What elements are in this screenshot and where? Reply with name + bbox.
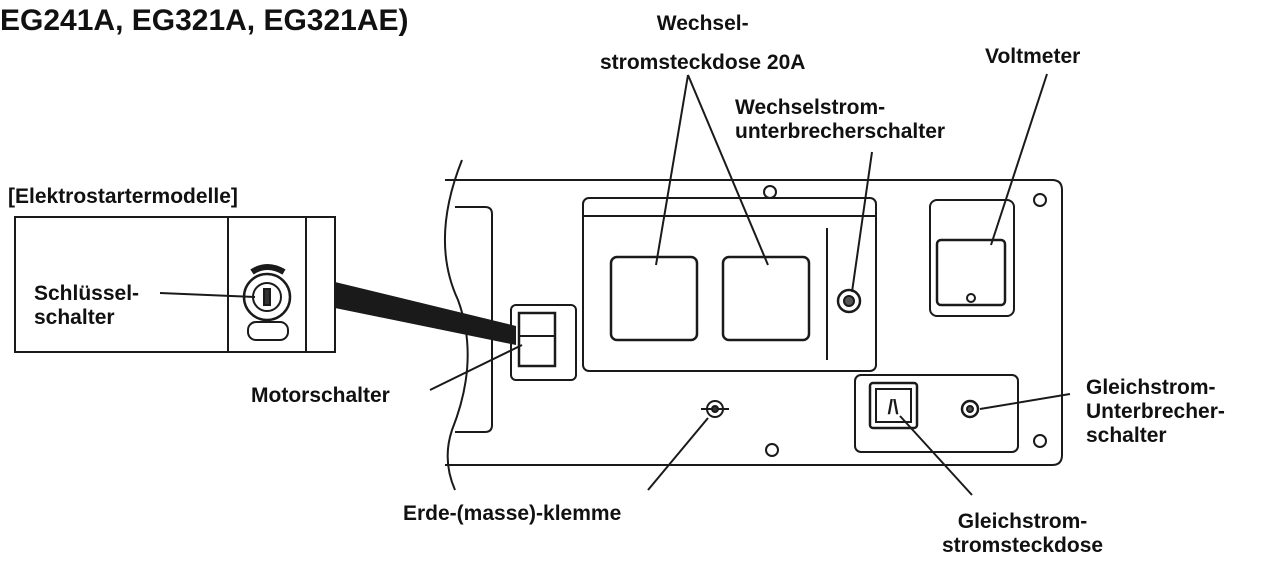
ac-outlet-socket-left xyxy=(609,255,699,342)
leader-line xyxy=(159,292,256,298)
key-switch-label: Schlüssel- schalter xyxy=(34,282,139,330)
dc-breaker-button xyxy=(966,405,974,413)
dc-outlet-label-line-1: Gleichstrom- xyxy=(957,510,1088,533)
ac-breaker-button xyxy=(843,295,855,307)
panel-left-recess xyxy=(455,206,493,433)
voltmeter-adjust xyxy=(966,293,976,303)
dc-breaker-label: Gleichstrom- Unterbrecher- schalter xyxy=(1086,376,1225,448)
ac-breaker-label: Wechselstrom- unterbrecherschalter xyxy=(735,96,945,144)
ground-terminal-bolt xyxy=(711,405,719,413)
ac-outlet-plate xyxy=(582,197,877,372)
ground-terminal-label: Erde-(masse)-klemme xyxy=(403,502,622,525)
engine-switch-label: Motorschalter xyxy=(251,384,390,407)
dc-breaker-ring xyxy=(960,399,980,419)
dc-breaker-label-line-3: schalter xyxy=(1086,424,1167,447)
engine-switch-housing xyxy=(510,304,577,381)
voltmeter-face xyxy=(935,238,1007,307)
screw-hole xyxy=(1033,193,1047,207)
ac-breaker-ring xyxy=(836,288,862,314)
screw-hole xyxy=(765,443,779,457)
screw-hole xyxy=(1033,434,1047,448)
key-switch-positions xyxy=(250,264,286,275)
ac-breaker-label-line-1: Wechselstrom- xyxy=(735,96,886,119)
screw-hole xyxy=(763,185,777,199)
panel-left-curve xyxy=(443,159,469,491)
ac-outlet-socket-right xyxy=(721,255,811,342)
dc-outlet-inner xyxy=(875,388,912,423)
dc-breaker-label-line-2: Unterbrecher- xyxy=(1086,400,1225,423)
leader-line xyxy=(655,74,689,266)
ac-breaker-label-line-2: unterbrecherschalter xyxy=(735,120,946,143)
leader-line xyxy=(851,151,873,293)
ac-outlet-label-line-2: stromsteckdose 20A xyxy=(600,51,806,74)
leader-line xyxy=(899,415,973,496)
leader-line xyxy=(979,393,1071,410)
dc-outlet-label: Gleichstrom- stromsteckdose xyxy=(942,510,1103,558)
dc-outlet-symbol: /\ xyxy=(887,397,899,419)
key-switch-guard xyxy=(247,321,289,341)
dc-outlet-frame xyxy=(868,381,919,430)
ac-outlet-label-line-1: Wechsel- xyxy=(656,12,749,35)
dc-plate xyxy=(854,374,1019,453)
page-heading: EG241A, EG321A, EG321AE) xyxy=(0,4,409,37)
leader-line xyxy=(647,417,709,491)
key-switch-label-line-2: schalter xyxy=(34,306,115,329)
leader-line xyxy=(990,73,1048,246)
inset-callout-wedge xyxy=(335,282,516,345)
key-switch-label-line-1: Schlüssel- xyxy=(34,282,140,305)
dc-outlet-label-line-2: stromsteckdose xyxy=(942,534,1104,557)
key-slot xyxy=(263,288,271,306)
leader-line xyxy=(687,74,769,266)
panel-outline xyxy=(445,179,1063,466)
voltmeter-label: Voltmeter xyxy=(985,45,1081,68)
engine-switch-rocker xyxy=(517,311,557,368)
voltmeter-housing xyxy=(929,199,1015,317)
dc-breaker-label-line-1: Gleichstrom- xyxy=(1086,376,1216,399)
inset-title: [Elektrostartermodelle] xyxy=(8,185,238,208)
ac-outlet-label: Wechsel- stromsteckdose 20A xyxy=(600,12,805,75)
leader-line xyxy=(429,344,523,391)
